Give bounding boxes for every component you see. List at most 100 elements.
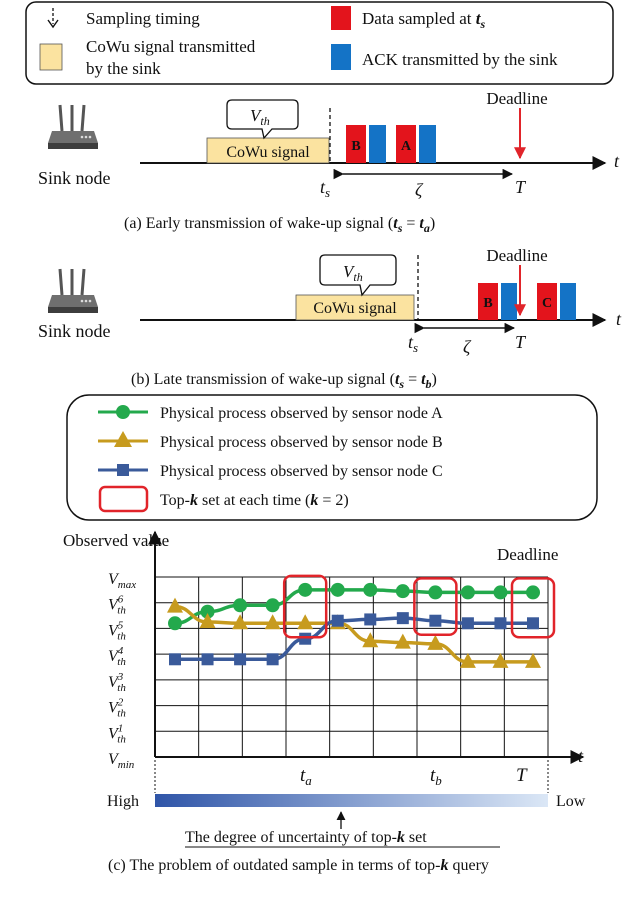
x-tick-label: T (516, 765, 528, 786)
point-b (199, 613, 216, 628)
point-b (525, 652, 541, 668)
high-label: High (107, 793, 139, 810)
series-line-a (174, 588, 533, 626)
point-a (265, 598, 280, 613)
zeta-label: ζ (463, 337, 472, 357)
legend-cowu-line2: by the sink (86, 59, 161, 78)
panel-b: Sink node t CoWu signal Vth B C Deadline… (38, 246, 622, 391)
legend-topk-swatch (98, 485, 149, 513)
point-a (168, 616, 182, 631)
top-legend: Sampling timing CoWu signal transmitted … (25, 1, 614, 85)
caption-b: (b) Late transmission of wake-up signal … (131, 371, 437, 391)
point-c (299, 632, 312, 645)
cowu-signal-label: CoWu signal (313, 300, 397, 317)
packet-c-label: C (542, 296, 552, 311)
point-b (427, 634, 444, 650)
point-a (460, 585, 475, 600)
point-c (527, 617, 539, 630)
zeta-label: ζ (415, 180, 424, 200)
x-tick-label: ta (300, 765, 312, 788)
y-tick-label: Vmin (108, 751, 135, 771)
point-b (362, 632, 379, 648)
packet-a (396, 125, 416, 163)
packet-a-label: A (401, 139, 412, 154)
point-a (493, 585, 508, 600)
low-label: Low (556, 793, 586, 810)
point-b (232, 614, 249, 630)
ack-c (560, 283, 576, 320)
point-c (331, 614, 344, 627)
point-b (492, 652, 509, 668)
time-axis-label: t (614, 151, 620, 171)
time-axis-label: t (616, 309, 622, 329)
router-icon (46, 103, 100, 151)
uncertainty-label: The degree of uncertainty of top-k set (185, 829, 427, 846)
ack-swatch (331, 44, 351, 70)
topk-box (282, 574, 328, 639)
ack-b (369, 125, 386, 163)
point-a (330, 582, 345, 597)
point-a (395, 584, 410, 599)
data-swatch (331, 6, 351, 30)
point-a (363, 582, 378, 597)
y-tick-label: Vmax (108, 571, 136, 591)
cowu-signal-box (206, 137, 330, 164)
uncertainty-bar (155, 794, 548, 807)
x-axis-label: t (578, 746, 584, 766)
legend-data-ts-sub: s (480, 17, 486, 31)
svg-text:Vth: Vth (343, 262, 363, 284)
x-tick-labels: ta tb T (300, 765, 528, 788)
packet-b (478, 283, 498, 320)
process-legend: Physical process observed by sensor node… (66, 394, 598, 521)
chart-series (167, 582, 541, 668)
point-c (429, 614, 442, 627)
point-a (200, 604, 215, 619)
vth-bubble-v: V (250, 106, 263, 125)
point-b (394, 633, 411, 649)
topk-box (413, 577, 458, 636)
cowu-swatch (39, 43, 63, 71)
legend-ack-label: ACK transmitted by the sink (362, 50, 558, 69)
topk-highlights (282, 574, 556, 639)
svg-text:Data sampled at ts: Data sampled at ts (362, 9, 486, 31)
point-b (297, 614, 314, 630)
router-icon (46, 267, 100, 315)
point-c (234, 653, 247, 666)
point-c (364, 613, 377, 626)
cowu-signal-label: CoWu signal (226, 144, 310, 161)
deadline-label: Deadline (486, 89, 547, 108)
legend-label-topk: Top-k set at each time (k = 2) (160, 492, 349, 509)
deadline-label: Deadline (486, 246, 547, 265)
packet-b-label: B (351, 139, 360, 154)
point-a (526, 585, 540, 600)
series-line-b (174, 604, 533, 664)
vth-bubble-sub: th (260, 114, 269, 128)
legend-data-ts: t (476, 9, 482, 28)
legend-data-label: Data sampled at (362, 9, 472, 28)
sink-node-label: Sink node (38, 168, 111, 188)
legend-label-a: Physical process observed by sensor node… (160, 405, 443, 422)
svg-text:ts: ts (320, 177, 330, 200)
point-a (428, 585, 443, 600)
chart-deadline-label: Deadline (497, 545, 558, 564)
chart-grid (155, 576, 549, 758)
packet-c (537, 283, 557, 320)
vth-bubble-v: V (343, 262, 356, 281)
topk-box (510, 577, 556, 639)
x-tick-label: tb (430, 765, 442, 788)
ts-sub: s (413, 340, 418, 355)
ack-b (501, 283, 517, 320)
deadline-T-label: T (515, 332, 527, 352)
packet-b (346, 125, 366, 163)
legend-sampling-label: Sampling timing (86, 9, 200, 28)
cowu-signal-box (295, 294, 415, 321)
vth-bubble: Vth (226, 99, 299, 140)
